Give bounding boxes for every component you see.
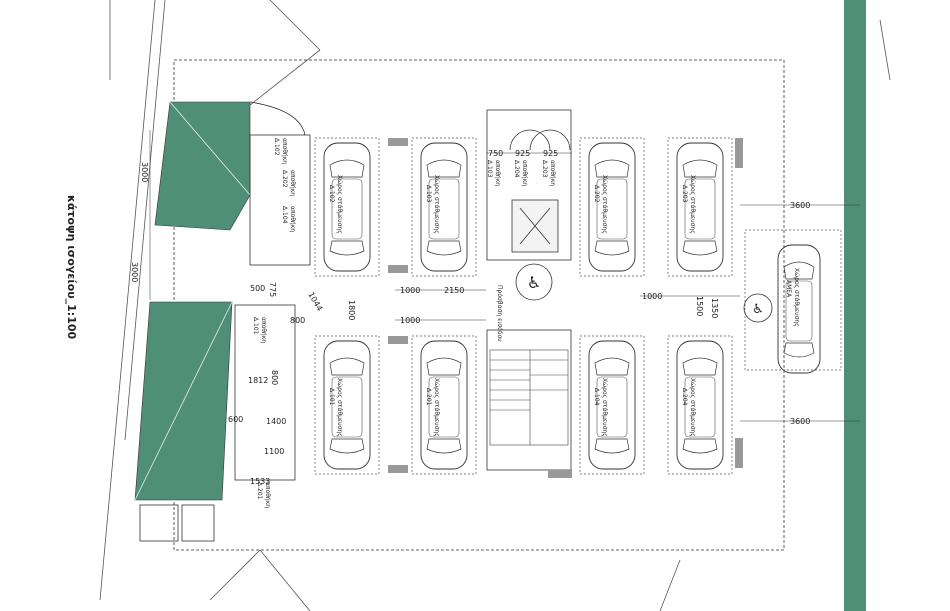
dim-3000-a: 3000	[140, 162, 149, 182]
storage-label: αποθήκη	[281, 138, 288, 164]
parking-code: Δ.104	[593, 388, 600, 406]
garden-areas	[134, 101, 251, 501]
parking-code: Δ.202	[593, 185, 600, 203]
wheelchair-icon-2: ♿	[743, 293, 773, 323]
dim-1100: 1100	[264, 447, 284, 456]
amea-parking-label: Χώρος στάθμευσης	[793, 268, 800, 327]
car-amea	[777, 244, 821, 374]
dim-1533: 1533	[250, 477, 270, 486]
dim-1812: 1812	[248, 376, 268, 385]
parking-code: Δ.101	[328, 388, 335, 406]
storage-code: Δ.201	[256, 482, 263, 500]
dim-600: 600	[228, 415, 243, 424]
parking-label: Χώρος στάθμευσης	[601, 175, 608, 234]
storage-label: αποθήκη	[289, 206, 296, 232]
dim-1500: 1500	[695, 296, 704, 316]
core	[486, 109, 572, 471]
car-7	[588, 340, 636, 470]
parking-label: Χώρος στάθμευσης	[601, 378, 608, 437]
dimension-labels: 3000 3000 750 925 925 775 500 1044 1800 …	[130, 149, 810, 486]
plan-title: κάτοψη ισογείου_1:100	[65, 195, 78, 340]
green-strip-right	[844, 0, 866, 611]
dim-2150: 2150	[444, 286, 464, 295]
parking-bays	[314, 137, 842, 475]
cars-layer	[323, 142, 821, 470]
parking-code: Δ.102	[328, 185, 335, 203]
parking-label: Χώρος στάθμευσης	[689, 378, 696, 437]
storage-label: αποθήκη	[494, 160, 501, 186]
storage-label: αποθήκη	[289, 170, 296, 196]
storage-label: αποθήκη	[264, 482, 271, 508]
dim-500: 500	[250, 284, 265, 293]
storage-label: αποθήκη	[549, 160, 556, 186]
staircase	[489, 349, 569, 446]
storage-code: Δ.104	[281, 206, 288, 224]
dim-1000-a: 1000	[400, 286, 420, 295]
dim-775: 775	[268, 282, 277, 297]
storage-code: Δ.102	[273, 138, 280, 156]
car-4	[676, 142, 724, 272]
storage-code: Δ.103	[486, 160, 493, 178]
storage-code: Δ.203	[541, 160, 548, 178]
storage-label: αποθήκη	[521, 160, 528, 186]
dimension-lines	[149, 130, 860, 422]
parking-label: Χώρος στάθμευσης	[336, 175, 343, 234]
parking-code: Δ.203	[681, 185, 688, 203]
storage-code: Δ.204	[513, 160, 520, 178]
dim-800-a: 800	[290, 316, 305, 325]
parking-label: Χώρος στάθμευσης	[433, 378, 440, 437]
car-6	[420, 340, 468, 470]
dim-3600-b: 3600	[790, 417, 810, 426]
parking-label: Χώρος στάθμευσης	[336, 378, 343, 437]
car-3	[588, 142, 636, 272]
svg-text:♿: ♿	[527, 273, 541, 292]
dim-1000-b: 1000	[400, 316, 420, 325]
car-1	[323, 142, 371, 272]
storage-labels: αποθήκη Δ.102 αποθήκη Δ.202 αποθήκη Δ.10…	[252, 138, 296, 508]
car-2	[420, 142, 468, 272]
pillars	[388, 138, 743, 478]
dim-3000-b: 3000	[130, 262, 139, 282]
garden-top	[154, 101, 251, 231]
storage-code: Δ.202	[281, 170, 288, 188]
car-5	[323, 340, 371, 470]
storage-code: Δ.101	[252, 317, 259, 335]
amea-tag: ΑΜΕΑ	[785, 280, 792, 298]
storage-label: αποθήκη	[260, 317, 267, 343]
wheelchair-icon: ♿	[515, 263, 553, 301]
car-8	[676, 340, 724, 470]
dim-1350: 1350	[710, 298, 719, 318]
dim-1044: 1044	[306, 291, 324, 313]
property-lines	[99, 0, 891, 611]
dim-1400: 1400	[266, 417, 286, 426]
dim-1000-c: 1000	[642, 292, 662, 301]
storage-blocks	[139, 101, 311, 542]
dim-925-b: 925	[543, 149, 558, 158]
dim-925-a: 925	[515, 149, 530, 158]
dim-800-b: 800	[270, 370, 279, 385]
parking-label: Χώρος στάθμευσης	[689, 175, 696, 234]
dim-1800: 1800	[347, 300, 356, 320]
parking-labels: Χώρος στάθμευσης Δ.102 Χώρος στάθμευσης …	[328, 175, 800, 437]
dim-750: 750	[488, 149, 503, 158]
svg-text:♿: ♿	[752, 302, 764, 317]
parking-label: Χώρος στάθμευσης	[433, 175, 440, 234]
core-storage-labels: αποθήκη Δ.103 αποθήκη Δ.204 αποθήκη Δ.20…	[486, 160, 556, 342]
parking-code: Δ.204	[681, 388, 688, 406]
parking-code: Δ.201	[425, 388, 432, 406]
dim-3600-a: 3600	[790, 201, 810, 210]
parking-code: Δ.103	[425, 185, 432, 203]
entrance-label: Πρόσβαση εισόδου	[496, 285, 503, 342]
